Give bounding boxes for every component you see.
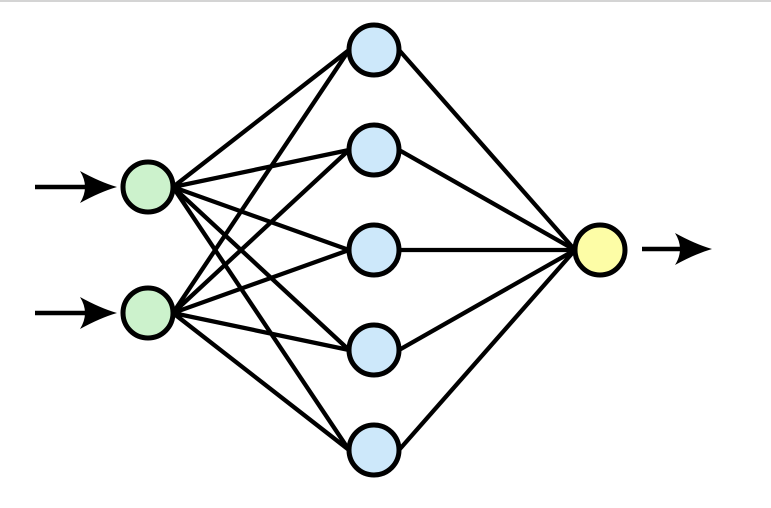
input-arrow-1-head [80, 171, 117, 203]
hidden-layer-node-5 [346, 422, 402, 478]
edge-input-to-hidden [171, 48, 351, 315]
edge-hidden-to-output [397, 248, 577, 352]
edge-hidden-to-output [397, 148, 577, 252]
edge-input-to-hidden [172, 147, 350, 190]
input-layer-node-1 [120, 159, 176, 215]
hidden-layer-node-1 [346, 22, 402, 78]
hidden-layer-node-4 [346, 322, 402, 378]
window-top-border [0, 0, 771, 2]
edge-input-to-hidden [171, 148, 351, 315]
input-arrow-2-head [80, 297, 117, 329]
edge-hidden-to-output [397, 48, 577, 252]
hidden-layer-node-3 [346, 222, 402, 278]
edge-input-to-hidden [172, 310, 350, 353]
edge-input-to-hidden [172, 184, 350, 253]
edge-input-to-hidden [171, 185, 351, 352]
edge-input-to-hidden [172, 247, 350, 316]
edge-input-to-hidden [171, 48, 351, 189]
edge-input-to-hidden [171, 185, 351, 452]
edge-hidden-to-output [397, 248, 577, 452]
input-layer-node-2 [120, 285, 176, 341]
output-layer-node-1 [572, 222, 628, 278]
edge-input-to-hidden [171, 311, 351, 452]
output-arrow-head [675, 233, 712, 265]
hidden-layer-node-2 [346, 122, 402, 178]
